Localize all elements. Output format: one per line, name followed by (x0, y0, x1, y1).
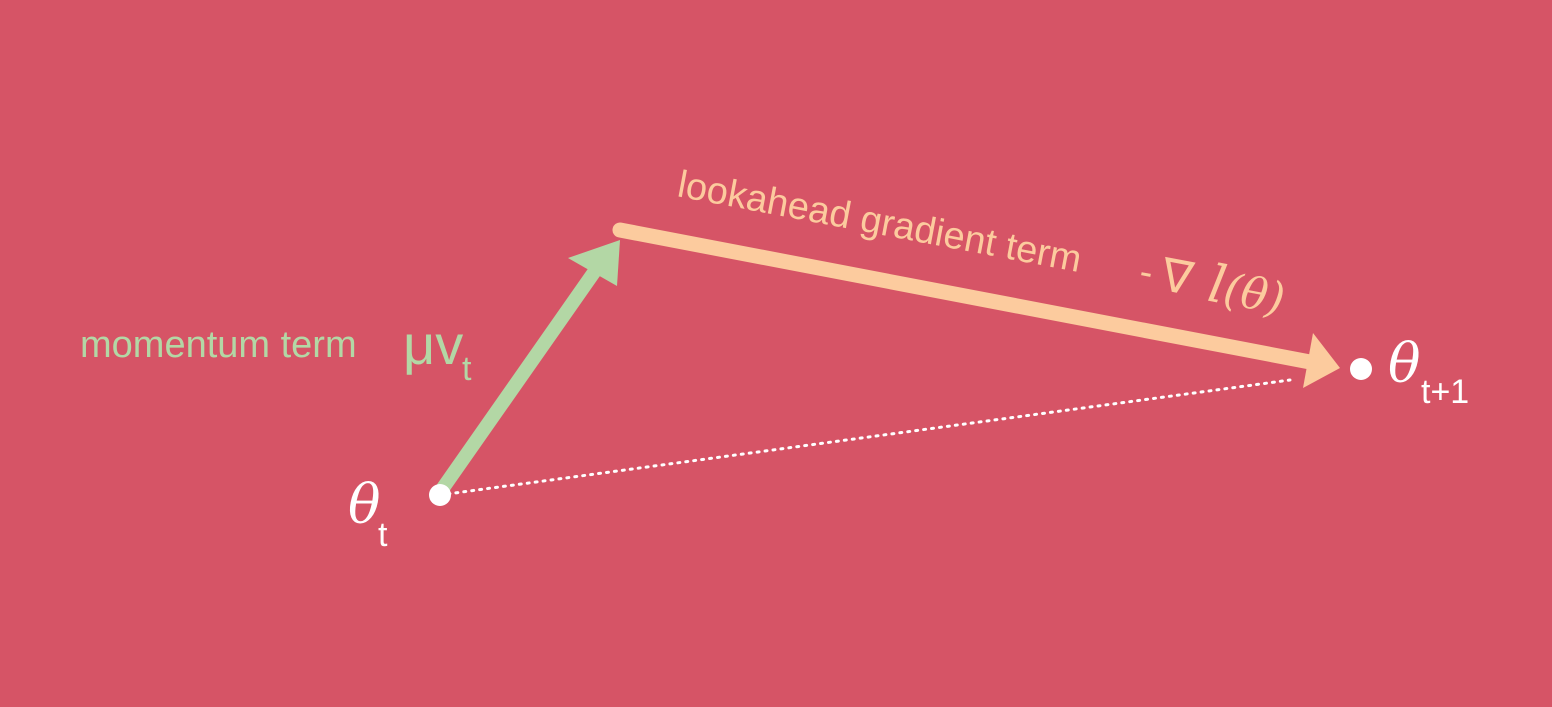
theta-t-label: θ (348, 473, 381, 536)
theta-t-plus-1-subscript: t+1 (1421, 373, 1469, 411)
theta-t-plus-1-label: θ (1388, 332, 1421, 395)
theta-t-plus-1-point (1350, 358, 1372, 380)
gradient-label-minus: - (1136, 251, 1156, 295)
momentum-label-subscript: t (462, 350, 472, 388)
momentum-label-text: momentum term (80, 324, 357, 366)
theta-t-point (429, 484, 451, 506)
gradient-label-nabla: ∇ (1156, 248, 1197, 305)
theta-t-subscript: t (378, 516, 388, 554)
momentum-label-symbol: μv (403, 313, 463, 376)
gradient-label-text: lookahead gradient term (674, 164, 1085, 281)
gradient-label-theta: (θ) (1220, 264, 1289, 325)
result-dotted-line (438, 378, 1292, 497)
gradient-arrow (612, 222, 1340, 388)
momentum-arrow (436, 240, 620, 495)
